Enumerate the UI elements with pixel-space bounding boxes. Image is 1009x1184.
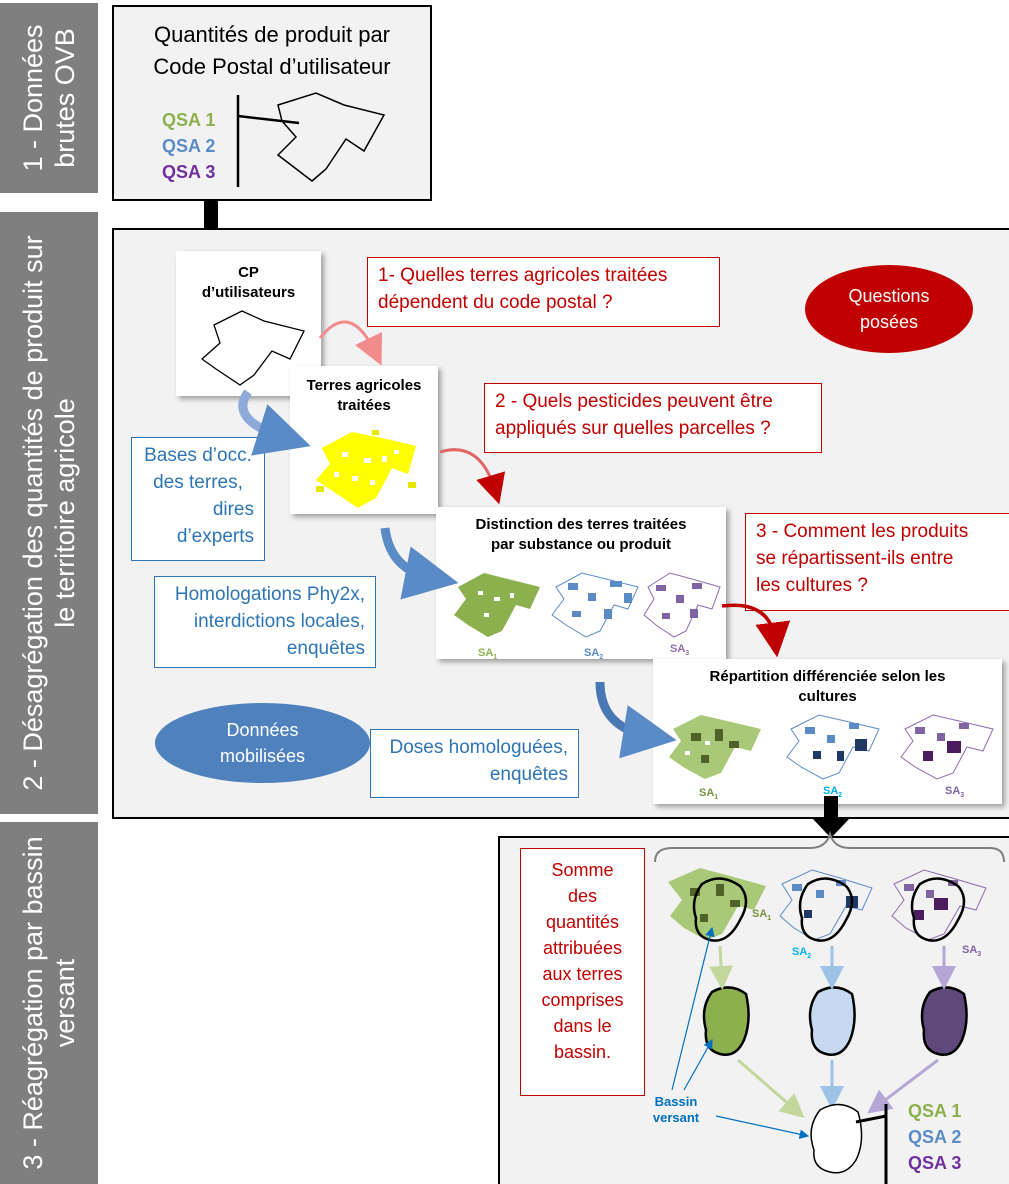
section-1-sidebar: 1 - Données brutes OVB: [0, 3, 98, 193]
question-1-box: 1- Quelles terres agricoles traitées dép…: [367, 257, 720, 327]
crop-sa2-map: [786, 714, 880, 780]
bassin-versant-label: Bassin versant: [652, 1094, 700, 1125]
question-2-box: 2 - Quels pesticides peuvent être appliq…: [484, 383, 822, 453]
section-3-sidebar: 3 - Réagrégation par bassin versant: [0, 822, 98, 1184]
q1-arrow: [318, 320, 383, 366]
data-arrow-2: [380, 527, 459, 600]
final-qsa-list: QSA 1 QSA 2 QSA 3: [908, 1101, 962, 1173]
basin-filled-lightblue: [808, 986, 856, 1056]
bassin-pointer-1: [671, 926, 715, 1091]
question-3-box: 3 - Comment les produits se répartissent…: [745, 513, 1009, 611]
raw-qsa-list: QSA 1 QSA 2 QSA 3: [162, 110, 216, 182]
arrow-sa1-down: [709, 945, 734, 990]
crop-sa1-label: SA1: [699, 787, 719, 802]
basin-filled-green: [702, 986, 750, 1056]
sa3-label: SA3: [670, 643, 690, 658]
bassin-pointer-2: [683, 1038, 713, 1091]
distinction-card-title: Distinction des terres traitées par subs…: [475, 516, 687, 553]
raw-data-title: Quantités de produit par Code Postal d’u…: [153, 22, 391, 79]
sa1-label: SA1: [478, 647, 498, 662]
data-arrow-3: [595, 681, 677, 759]
terres-card-title: Terres agricoles traitées: [306, 377, 422, 414]
questions-ellipse: Questions posées: [805, 265, 973, 353]
sa2-label: SA2: [584, 647, 604, 662]
distinction-card: Distinction des terres traitées par subs…: [436, 507, 726, 662]
basin-final: [810, 1103, 863, 1174]
q2-arrow: [439, 448, 506, 505]
basin-sa2: [779, 869, 873, 942]
down-arrow-2-head: [812, 818, 850, 838]
repartition-card-title: Répartition différenciée selon les cultu…: [709, 668, 946, 705]
crop-sa1-map: [669, 715, 761, 779]
data-box-homologations: Homologations Phy2x, interdictions local…: [154, 576, 376, 668]
basin-sa1: [668, 868, 766, 942]
down-arrow-2-shaft: [824, 796, 838, 820]
data-arrow-1: [238, 389, 311, 456]
sa1-map: [454, 573, 540, 637]
cp-shape: [200, 310, 305, 386]
basin-filled-purple: [920, 986, 968, 1056]
arrow-green-final: [737, 1058, 805, 1118]
sa3-map: [643, 572, 721, 638]
postal-code-shape: [236, 92, 386, 187]
basin-sa3: [891, 869, 987, 942]
sa2-map: [551, 572, 639, 638]
raw-data-box: Quantités de produit par Code Postal d’u…: [112, 5, 432, 201]
data-box-doses: Doses homologuées, enquêtes: [370, 729, 579, 798]
treated-land-map: [316, 430, 416, 508]
arrow-purple-final: [867, 1058, 939, 1114]
section-2-sidebar: 2 - Désagrégation des quantités de produ…: [0, 212, 98, 814]
sum-box: Somme des quantités attribuées aux terre…: [520, 848, 645, 1096]
bassin-pointer-3: [715, 1115, 810, 1139]
crop-sa3-label: SA3: [945, 785, 965, 800]
final-connector: [855, 1114, 887, 1124]
repartition-card: Répartition différenciée selon les cultu…: [653, 659, 1002, 804]
data-box-land-use: Bases d’occ. des terres, dires d’experts: [131, 437, 265, 561]
q3-arrow: [721, 603, 791, 658]
terres-card: Terres agricoles traitées: [290, 366, 438, 514]
crop-sa3-map: [900, 714, 994, 780]
data-ellipse: Données mobilisées: [155, 703, 370, 783]
cp-card-title: CP d’utilisateurs: [201, 264, 296, 301]
brace: [654, 830, 1005, 863]
basin-sa3-label: SA3: [962, 944, 982, 959]
crop-sa2-label: SA2: [823, 785, 843, 800]
basin-sa1-label: SA1: [752, 908, 772, 923]
basin-sa2-label: SA2: [792, 946, 812, 961]
